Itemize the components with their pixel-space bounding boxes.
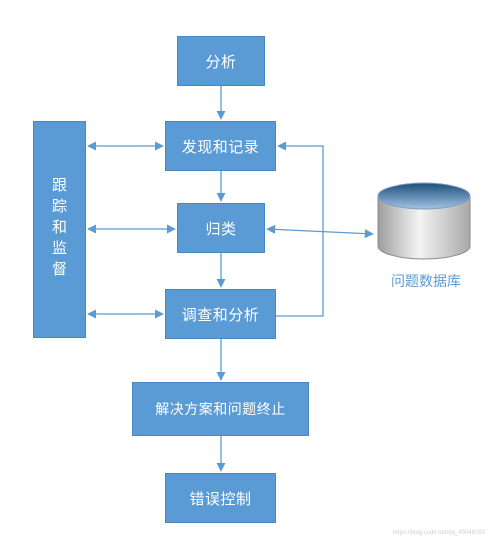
node-resolve-terminate: 解决方案和问题终止 bbox=[132, 382, 309, 436]
database-cylinder-icon bbox=[377, 182, 471, 260]
node-classify: 归类 bbox=[177, 203, 265, 253]
watermark-text: https://blog.csdn.net/qq_45048293 bbox=[392, 530, 485, 536]
database-label: 问题数据库 bbox=[391, 274, 461, 290]
node-investigate-analyze: 调查和分析 bbox=[165, 289, 276, 339]
node-error-control: 错误控制 bbox=[165, 473, 276, 523]
node-analyze: 分析 bbox=[177, 36, 265, 86]
node-discover-record: 发现和记录 bbox=[165, 121, 276, 171]
link-classify-database bbox=[266, 224, 374, 239]
node-track-monitor: 跟踪和监督 bbox=[33, 121, 86, 338]
